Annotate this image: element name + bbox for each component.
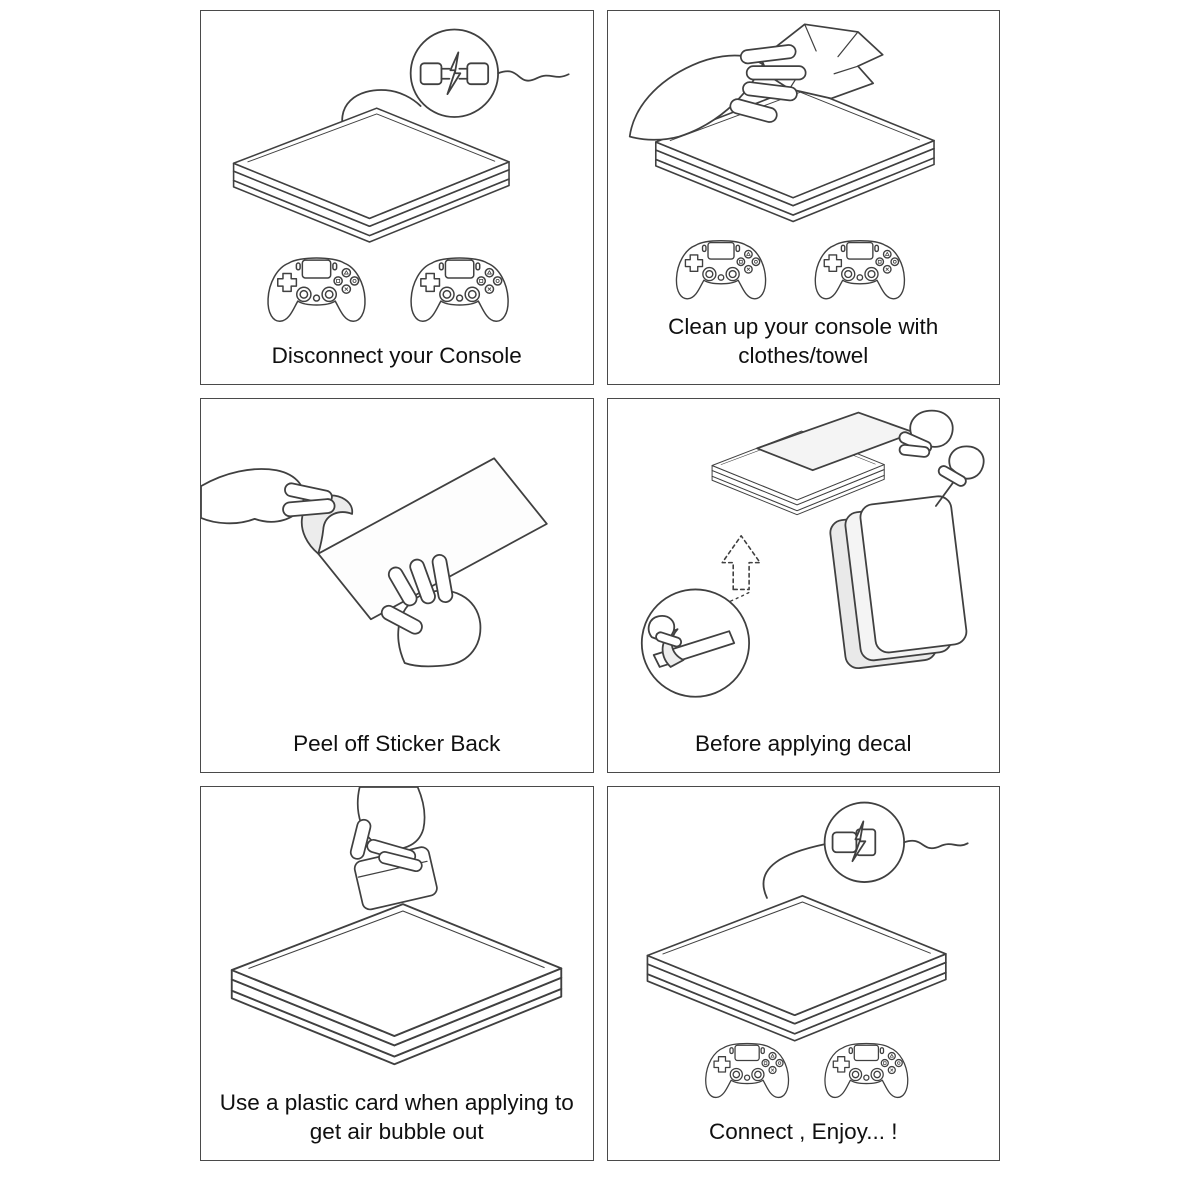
plug-icon: [823, 801, 905, 883]
caption-connect: Connect , Enjoy... !: [608, 1118, 1000, 1160]
controller-icon: [823, 1042, 908, 1099]
arrow-up-icon: [720, 534, 761, 591]
controller-icon: [410, 257, 509, 322]
caption-disconnect: Disconnect your Console: [201, 342, 593, 384]
console-icon: [230, 903, 563, 1066]
sticker-sheet-icon: [317, 457, 548, 621]
panel-before-apply: Before applying decal: [606, 398, 1000, 773]
unplug-icon: [409, 28, 499, 118]
panel-art-disconnect: [232, 28, 570, 322]
caption-text: Disconnect your Console: [271, 343, 522, 369]
hand-icon: [898, 409, 954, 458]
hand-icon: [934, 445, 984, 507]
power-cord: [497, 70, 570, 82]
controller-icon: [267, 257, 366, 322]
hand-icon: [647, 615, 682, 648]
panel-art-clean: [628, 23, 935, 300]
panel-art-clean-wrap: [608, 11, 1000, 313]
panel-grid: Disconnect your Console: [200, 10, 1000, 1161]
panel-card: Use a plastic card when applying to get …: [200, 786, 594, 1161]
caption-clean: Clean up your console with clothes/towel: [608, 313, 1000, 384]
panel-art-connect-wrap: [608, 787, 1000, 1118]
caption-before-apply: Before applying decal: [608, 730, 1000, 772]
caption-text: Connect , Enjoy... !: [709, 1119, 898, 1145]
caption-text: Peel off Sticker Back: [293, 731, 501, 757]
caption-text: Before applying decal: [695, 731, 912, 757]
panel-art-connect: [646, 801, 969, 1099]
caption-card: Use a plastic card when applying to get …: [201, 1089, 593, 1160]
panel-art-before-apply-wrap: [608, 399, 1000, 730]
controller-icon: [704, 1042, 789, 1099]
controller-icon: [814, 240, 905, 300]
hand-icon: [380, 554, 482, 668]
power-cord: [762, 843, 826, 899]
hand-icon: [349, 787, 426, 873]
magnifier-icon: [640, 588, 750, 698]
hand-icon: [201, 468, 336, 525]
panel-art-card: [230, 787, 563, 1066]
console-icon: [646, 894, 947, 1042]
panel-art-peel: [201, 457, 548, 668]
controller-icon: [675, 240, 766, 300]
caption-text: Use a plastic card when applying to get …: [219, 1090, 574, 1145]
decal-plates-icon: [828, 495, 967, 670]
power-cord: [341, 89, 422, 139]
power-cord: [902, 839, 969, 850]
panel-art-before-apply: [640, 409, 984, 698]
panel-peel: Peel off Sticker Back: [200, 398, 594, 773]
console-icon: [232, 107, 510, 243]
hand-icon: [628, 44, 807, 141]
caption-peel: Peel off Sticker Back: [201, 730, 593, 772]
panel-clean: Clean up your console with clothes/towel: [606, 10, 1000, 385]
panel-art-card-wrap: [201, 787, 593, 1089]
panel-connect: Connect , Enjoy... !: [606, 786, 1000, 1161]
panel-art-disconnect-wrap: [201, 11, 593, 342]
caption-text: Clean up your console with clothes/towel: [668, 314, 939, 369]
panel-disconnect: Disconnect your Console: [200, 10, 594, 385]
panel-art-peel-wrap: [201, 399, 593, 730]
